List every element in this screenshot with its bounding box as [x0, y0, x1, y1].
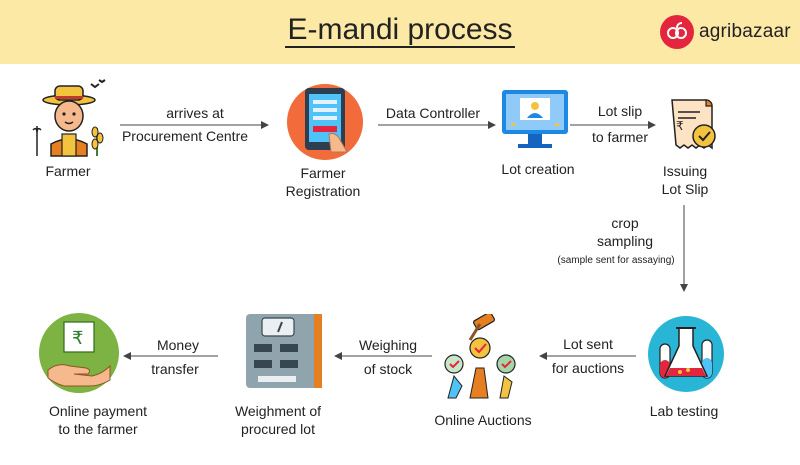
- arrow-label-line: (sample sent for assaying): [557, 255, 675, 266]
- auction-gavel-icon: [444, 314, 516, 399]
- tablet-registration-icon: [287, 84, 363, 160]
- computer-monitor-icon: [502, 90, 568, 148]
- arrow-label-transfer: transfer: [125, 360, 225, 378]
- node-farmer: Farmer: [28, 162, 108, 180]
- node-farmer-registration: Farmer Registration: [268, 164, 378, 200]
- arrow-label-procurement: Procurement Centre: [110, 127, 260, 145]
- node-lot-creation: Lot creation: [488, 160, 588, 178]
- node-issuing-lot-slip: Issuing Lot Slip: [640, 162, 730, 198]
- arrow-label-arrives: arrives at: [120, 104, 270, 122]
- node-label: to the farmer: [58, 421, 138, 437]
- node-label: Lab testing: [649, 403, 719, 419]
- svg-text:₹: ₹: [72, 328, 83, 349]
- logo-text: agribazaar: [699, 21, 791, 42]
- node-label: Farmer: [45, 163, 91, 179]
- agribazaar-logo: agribazaar: [660, 14, 791, 50]
- weighing-scale-icon: [246, 314, 322, 388]
- lab-flask-icon: [648, 316, 724, 392]
- node-label: Lot Slip: [661, 181, 709, 197]
- node-weighment: Weighment of procured lot: [222, 402, 334, 438]
- node-label: Registration: [285, 183, 361, 199]
- arrow-label-line: Procurement Centre: [121, 128, 249, 144]
- svg-text:₹: ₹: [676, 119, 684, 133]
- arrow-label-lot-slip: Lot slip: [580, 102, 660, 120]
- arrow-label-line: Lot sent: [563, 336, 613, 352]
- arrow-label-lot-sent: Lot sent: [540, 335, 636, 353]
- farmer-icon: [32, 79, 106, 157]
- arrow-label-line: Lot slip: [597, 103, 643, 119]
- node-label: Farmer: [300, 165, 346, 181]
- page-title-text: E-mandi process: [285, 13, 515, 48]
- arrow-label-data-controller: Data Controller: [378, 104, 488, 122]
- arrow-label-line: for auctions: [551, 360, 625, 376]
- node-label: Online Auctions: [434, 412, 532, 428]
- arrow-label-line: transfer: [151, 361, 199, 377]
- arrow-label-for-auctions: for auctions: [540, 359, 636, 377]
- arrow-label-line: Money: [156, 337, 200, 353]
- arrow-label-line: Weighing: [358, 337, 418, 353]
- arrow-label-line: sampling: [596, 233, 654, 249]
- arrow-label-to-farmer: to farmer: [580, 128, 660, 146]
- arrow-label-of-stock: of stock: [340, 360, 436, 378]
- agribazaar-logo-icon: [660, 15, 694, 49]
- arrow-label-line: Data Controller: [385, 105, 481, 121]
- receipt-check-icon: ₹: [671, 99, 716, 150]
- arrow-label-line: arrives at: [166, 105, 224, 121]
- arrow-label-crop-sampling: crop sampling: [555, 214, 695, 250]
- arrow-label-money: Money: [128, 336, 228, 354]
- arrow-label-assaying: (sample sent for assaying): [546, 252, 686, 270]
- arrow-label-line: to farmer: [591, 129, 648, 145]
- page-title: E-mandi process: [0, 10, 800, 50]
- node-label: Weighment of: [234, 403, 322, 419]
- arrow-label-line: crop: [611, 215, 639, 231]
- node-online-payment: Online payment to the farmer: [32, 402, 164, 438]
- rupee-payment-icon: ₹: [39, 313, 119, 393]
- node-online-auctions: Online Auctions: [418, 411, 548, 429]
- node-label: procured lot: [241, 421, 315, 437]
- node-lab-testing: Lab testing: [634, 402, 734, 420]
- arrow-label-line: of stock: [363, 361, 413, 377]
- node-label: Issuing: [662, 163, 708, 179]
- arrow-label-weighing: Weighing: [340, 336, 436, 354]
- node-label: Online payment: [48, 403, 148, 419]
- node-label: Lot creation: [501, 161, 575, 177]
